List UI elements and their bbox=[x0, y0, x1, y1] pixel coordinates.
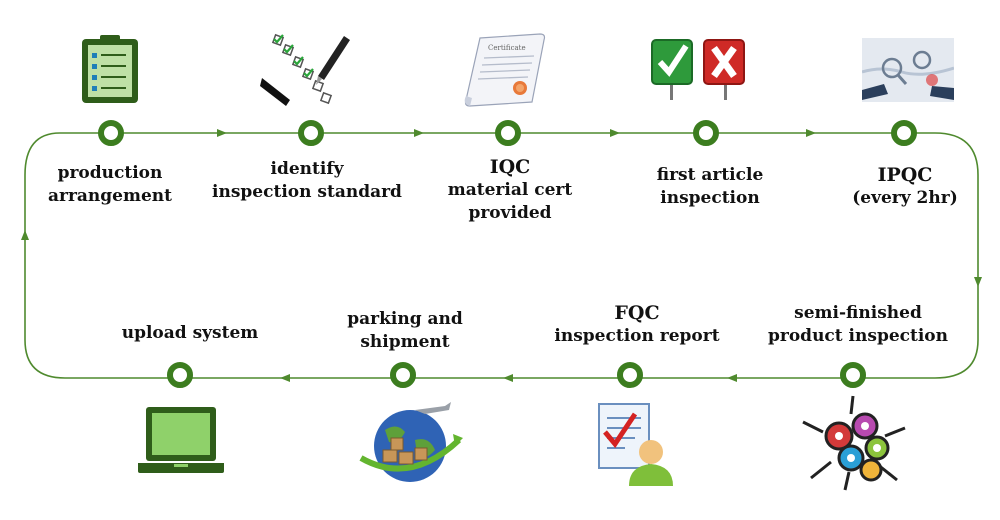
clipboard-icon bbox=[82, 35, 138, 103]
flow-arrows bbox=[21, 129, 982, 382]
step-node-production-arrangement bbox=[98, 120, 124, 146]
arrow-left-1 bbox=[727, 374, 737, 382]
arrow-down-right bbox=[974, 277, 982, 287]
step-label-ipqc: IPQC(every 2hr) bbox=[852, 164, 958, 208]
arrow-right-1 bbox=[217, 129, 227, 137]
magnifier-hands-icon bbox=[862, 38, 954, 102]
arrow-up-left bbox=[21, 230, 29, 240]
report-person-icon bbox=[598, 403, 673, 486]
step-node-first-article bbox=[693, 120, 719, 146]
step-node-parking-shipment bbox=[390, 362, 416, 388]
certificate-icon: Certificate bbox=[464, 33, 546, 107]
arrow-right-3 bbox=[610, 129, 620, 137]
checklist-pen-icon bbox=[260, 33, 350, 106]
gears-magnifier-icon bbox=[802, 395, 906, 491]
step-node-semi-finished bbox=[840, 362, 866, 388]
flow-loop-line bbox=[24, 132, 979, 379]
globe-shipping-icon bbox=[359, 402, 463, 482]
arrow-left-3 bbox=[280, 374, 290, 382]
step-label-upload-system: upload system bbox=[121, 323, 259, 343]
svg-text:Certificate: Certificate bbox=[488, 44, 526, 52]
arrow-left-2 bbox=[503, 374, 513, 382]
step-node-upload-system bbox=[167, 362, 193, 388]
check-cross-signs-icon bbox=[651, 39, 745, 100]
laptop-icon bbox=[138, 407, 224, 473]
arrow-right-4 bbox=[806, 129, 816, 137]
step-node-iqc bbox=[495, 120, 521, 146]
arrow-right-2 bbox=[414, 129, 424, 137]
step-node-ipqc bbox=[891, 120, 917, 146]
step-node-identify-standard bbox=[298, 120, 324, 146]
step-node-fqc bbox=[617, 362, 643, 388]
